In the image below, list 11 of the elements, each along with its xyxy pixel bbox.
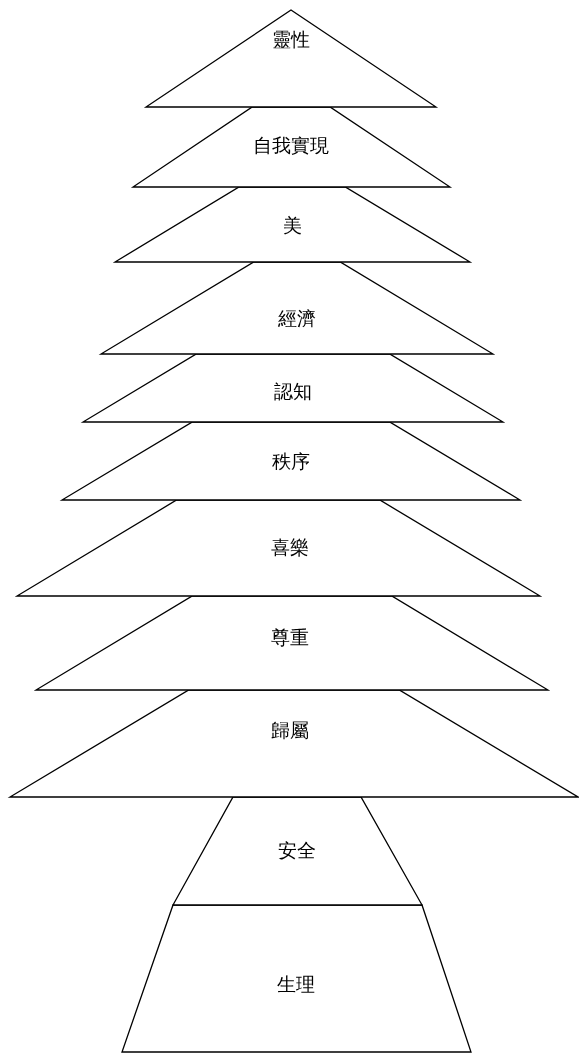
layer-label: 尊重	[271, 626, 309, 650]
layer-label: 生理	[277, 973, 315, 997]
layer-label: 安全	[278, 839, 316, 863]
layer-label: 秩序	[272, 450, 310, 474]
layer-label: 美	[282, 214, 302, 238]
layer-label: 認知	[274, 380, 312, 404]
layer-label: 歸屬	[271, 719, 309, 743]
layer-label: 經濟	[278, 307, 316, 331]
layer-label: 自我實現	[253, 134, 329, 158]
layer-label: 靈性	[272, 28, 310, 52]
layer-label: 喜樂	[271, 536, 309, 560]
